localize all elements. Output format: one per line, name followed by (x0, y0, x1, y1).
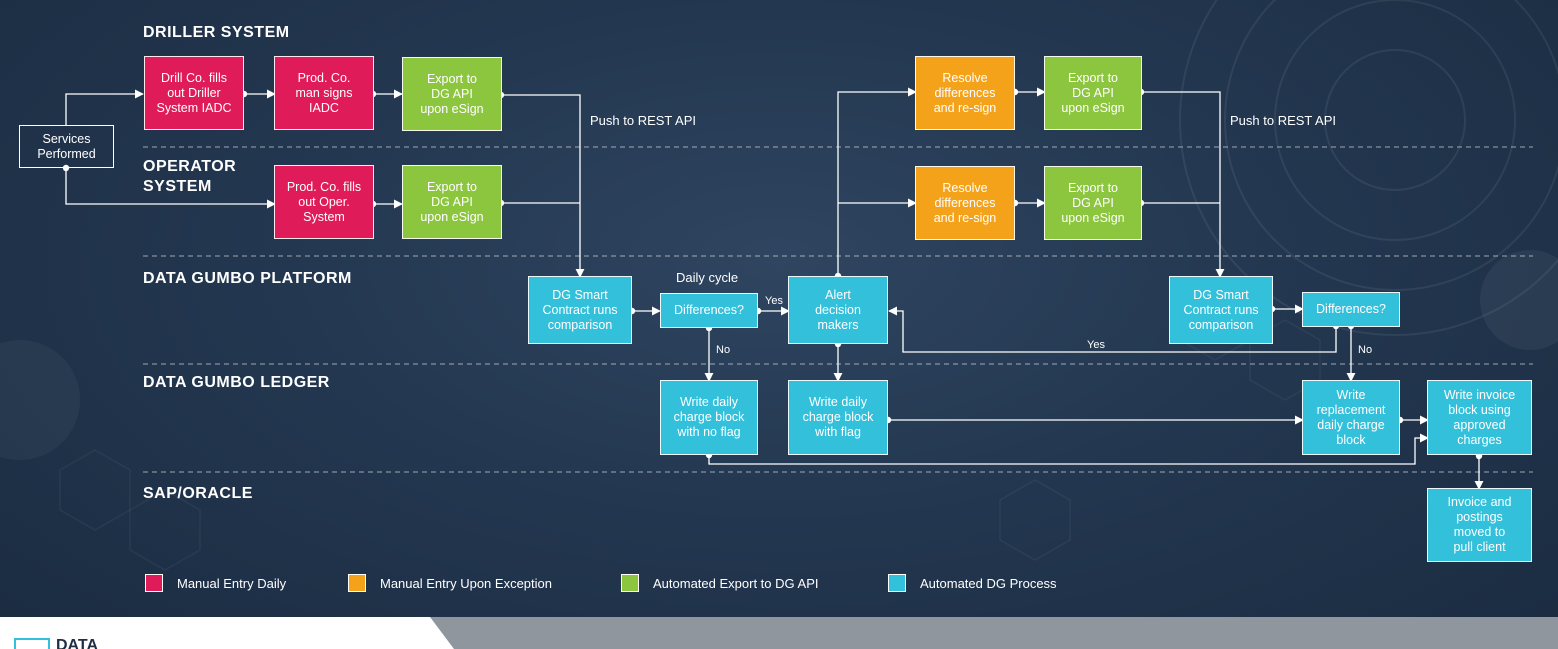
data-gumbo-logo: DATA (14, 638, 98, 649)
node-services-performed: Services Performed (19, 125, 114, 168)
node-prod-co-fills-oper-system: Prod. Co. fills out Oper. System (274, 165, 374, 239)
legend-item-manual-entry-exception: Manual Entry Upon Exception (348, 573, 552, 593)
edge-label-no-1: No (716, 344, 731, 356)
node-driller-re-export-to-api: Export to DG API upon eSign (1044, 56, 1142, 130)
edge-label-daily-cycle: Daily cycle (676, 270, 739, 285)
node-smart-contract-comparison-1: DG Smart Contract runs comparison (528, 276, 632, 344)
lane-title-data-gumbo-ledger: DATA GUMBO LEDGER (143, 374, 330, 391)
edge-label-push-rest-api-2: Push to REST API (1230, 113, 1336, 128)
node-differences-decision-2: Differences? (1302, 292, 1400, 327)
node-prod-co-signs-iadc: Prod. Co. man signs IADC (274, 56, 374, 130)
node-smart-contract-comparison-2: DG Smart Contract runs comparison (1169, 276, 1273, 344)
legend-label: Manual Entry Upon Exception (380, 575, 552, 591)
legend-swatch-orange (348, 574, 366, 592)
node-operator-export-to-api: Export to DG API upon eSign (402, 165, 502, 239)
legend-item-automated-export: Automated Export to DG API (621, 573, 818, 593)
node-drill-co-fills-iadc: Drill Co. fills out Driller System IADC (144, 56, 244, 130)
node-invoice-moved-to-client: Invoice and postings moved to pull clien… (1427, 488, 1532, 562)
edge-label-yes-2: Yes (1087, 339, 1105, 351)
legend-label: Manual Entry Daily (177, 575, 287, 591)
edge-label-yes-1: Yes (765, 295, 783, 307)
node-operator-resolve-differences: Resolve differences and re-sign (915, 166, 1015, 240)
lane-title-operator-system: OPERATOR SYSTEM (143, 158, 237, 195)
legend-swatch-cyan (888, 574, 906, 592)
node-driller-export-to-api: Export to DG API upon eSign (402, 57, 502, 131)
legend-item-manual-entry-daily: Manual Entry Daily (145, 573, 286, 593)
logo-mark-icon (14, 638, 50, 649)
node-alert-decision-makers: Alert decision makers (788, 276, 888, 344)
node-differences-decision-1: Differences? (660, 293, 758, 328)
lane-title-sap-oracle: SAP/ORACLE (143, 485, 253, 502)
legend-swatch-pink (145, 574, 163, 592)
lane-title-driller-system: DRILLER SYSTEM (143, 24, 290, 41)
node-write-block-with-flag: Write daily charge block with flag (788, 380, 888, 455)
lane-title-data-gumbo-platform: DATA GUMBO PLATFORM (143, 270, 352, 287)
node-write-replacement-block: Write replacement daily charge block (1302, 380, 1400, 455)
legend-label: Automated Export to DG API (653, 575, 819, 591)
node-write-invoice-block: Write invoice block using approved charg… (1427, 380, 1532, 455)
node-driller-resolve-differences: Resolve differences and re-sign (915, 56, 1015, 130)
edge-label-push-rest-api-1: Push to REST API (590, 113, 696, 128)
footer-accent (430, 617, 1558, 649)
node-write-block-no-flag: Write daily charge block with no flag (660, 380, 758, 455)
edge-label-no-2: No (1358, 344, 1373, 356)
logo-text: DATA (56, 637, 99, 649)
node-operator-re-export-to-api: Export to DG API upon eSign (1044, 166, 1142, 240)
legend-swatch-green (621, 574, 639, 592)
legend-item-automated-dg-process: Automated DG Process (888, 573, 1057, 593)
legend-label: Automated DG Process (920, 575, 1057, 591)
